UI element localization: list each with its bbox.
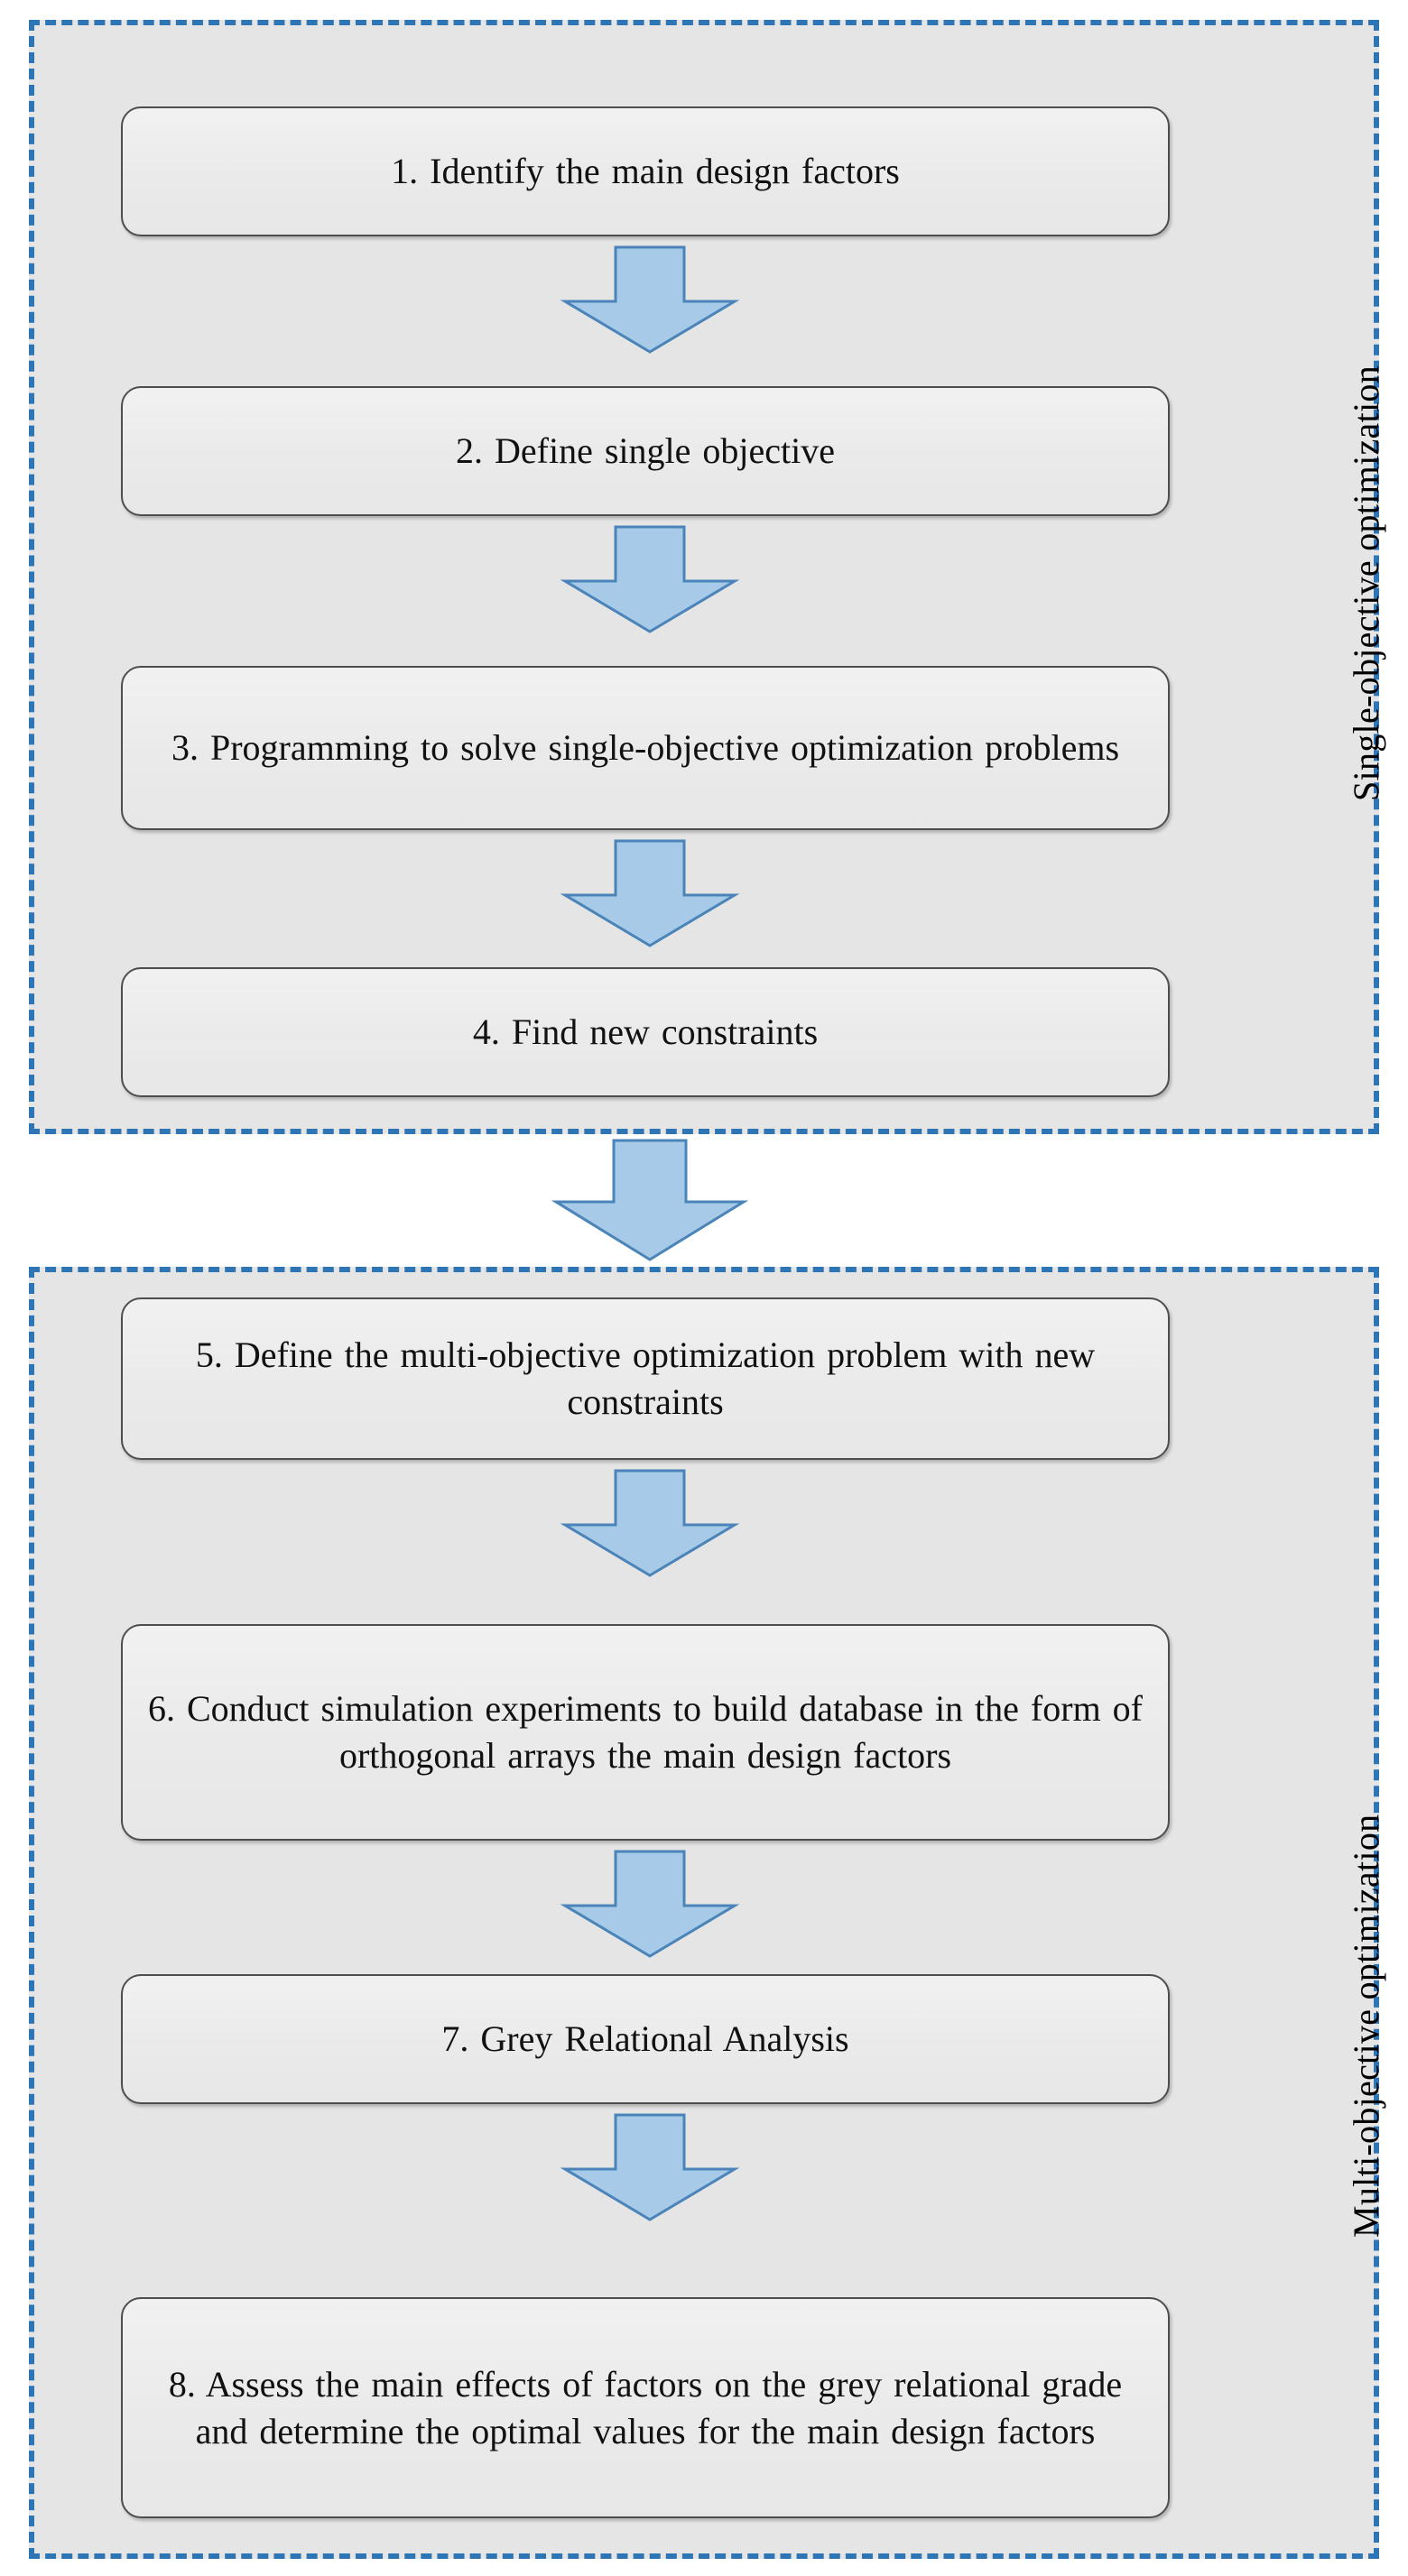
arrow-step-1-to-2 bbox=[560, 245, 740, 354]
arrow-step-3-to-4 bbox=[560, 839, 740, 947]
process-box-step-1-text: 1. Identify the main design factors bbox=[391, 151, 900, 191]
process-box-step-5[interactable]: 5. Define the multi-objective optimizati… bbox=[121, 1297, 1170, 1460]
process-box-step-4[interactable]: 4. Find new constraints bbox=[121, 967, 1170, 1097]
group-label-multi-objective: Multi-objective optimization bbox=[1346, 1814, 1386, 2238]
arrow-step-7-to-8 bbox=[560, 2113, 740, 2221]
process-box-step-4-text: 4. Find new constraints bbox=[472, 1011, 819, 1052]
process-box-step-3-text: 3. Programming to solve single-objective… bbox=[171, 727, 1120, 768]
arrow-step-4-to-5 bbox=[551, 1139, 749, 1261]
process-box-step-5-text: 5. Define the multi-objective optimizati… bbox=[195, 1334, 1096, 1422]
arrow-step-6-to-7 bbox=[560, 1850, 740, 1958]
process-box-step-3[interactable]: 3. Programming to solve single-objective… bbox=[121, 666, 1170, 830]
arrow-step-5-to-6 bbox=[560, 1469, 740, 1577]
process-box-step-8-text: 8. Assess the main effects of factors on… bbox=[168, 2363, 1123, 2451]
process-box-step-2-text: 2. Define single objective bbox=[456, 430, 835, 471]
process-box-step-6-text: 6. Conduct simulation experiments to bui… bbox=[147, 1688, 1143, 1776]
group-label-single-objective: Single-objective optimization bbox=[1346, 365, 1386, 801]
process-box-step-7-text: 7. Grey Relational Analysis bbox=[441, 2018, 849, 2059]
arrow-step-2-to-3 bbox=[560, 525, 740, 633]
process-box-step-1[interactable]: 1. Identify the main design factors bbox=[121, 106, 1170, 236]
process-box-step-8[interactable]: 8. Assess the main effects of factors on… bbox=[121, 2297, 1170, 2518]
process-box-step-7[interactable]: 7. Grey Relational Analysis bbox=[121, 1974, 1170, 2104]
process-box-step-6[interactable]: 6. Conduct simulation experiments to bui… bbox=[121, 1624, 1170, 1841]
process-box-step-2[interactable]: 2. Define single objective bbox=[121, 386, 1170, 516]
